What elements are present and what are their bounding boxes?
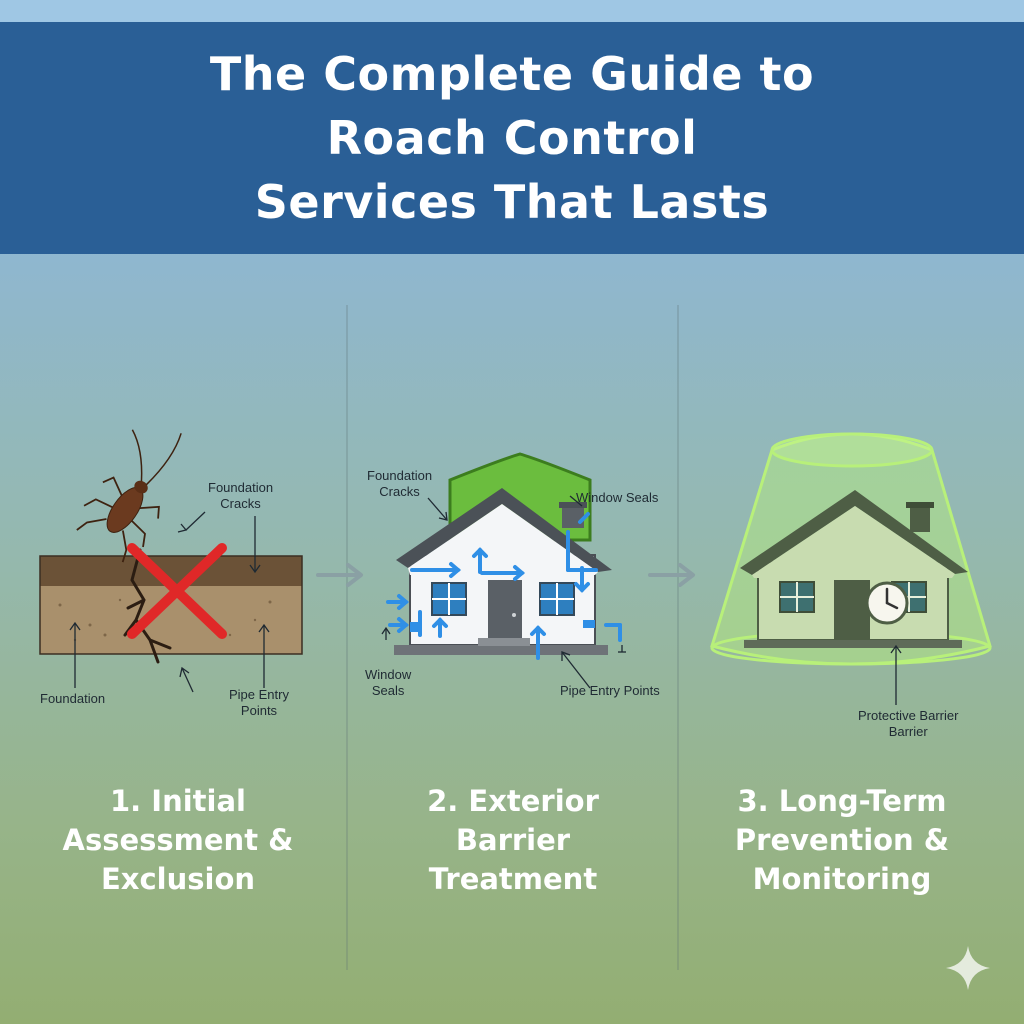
step-label-line: Treatment	[428, 862, 598, 896]
assessment-illustration	[39, 429, 303, 693]
exterior-barrier-illustration	[381, 452, 626, 689]
step-label-line: 1. Initial	[110, 784, 246, 818]
step-label-line: Assessment &	[62, 823, 294, 857]
red-x-icon	[127, 543, 227, 639]
callout-line: Barrier	[888, 724, 928, 739]
prevention-illustration	[710, 432, 992, 705]
title-banner: The Complete Guide to Roach Control Serv…	[0, 22, 1024, 254]
callout-window-seals: Window Seals	[365, 667, 411, 699]
column-divider-1	[346, 305, 348, 970]
callout-line: Seals	[371, 683, 405, 698]
chevron-right-icon	[316, 563, 363, 587]
column-divider-2	[677, 305, 679, 970]
callout-protective-barrier: Protective Barrier Barrier	[858, 708, 958, 740]
callout-window-seals: Window Seals	[576, 490, 659, 505]
foundation-crack	[123, 548, 172, 664]
callout-line: Foundation	[208, 480, 274, 495]
title-line-3: Services That Lasts	[254, 175, 770, 229]
sparkle-icon	[946, 946, 990, 990]
callout-line: Cracks	[379, 484, 420, 499]
callout-foundation-cracks: Foundation Cracks	[367, 468, 432, 500]
callout-line: Pipe Entry	[229, 687, 289, 702]
title-line-1: The Complete Guide to	[209, 47, 815, 101]
callout-pipe-entry-points: Pipe Entry Points	[560, 683, 660, 698]
step-label-line: Barrier	[455, 823, 571, 857]
foundation-block	[39, 555, 303, 655]
callout-foundation-cracks: Foundation Cracks	[208, 480, 273, 512]
house-icon	[394, 488, 612, 655]
chevron-right-icon	[648, 563, 695, 587]
callout-line: Foundation	[367, 468, 433, 483]
step-label-line: Prevention &	[734, 823, 950, 857]
callout-arrows	[69, 511, 270, 693]
callout-pipe-entry-points: Pipe Entry Points	[229, 687, 289, 719]
step-label-line: 2. Exterior	[427, 784, 599, 818]
step-label-line: Monitoring	[752, 862, 932, 896]
step-label-line: 3. Long-Term	[737, 784, 947, 818]
step-label-line: Exclusion	[100, 862, 256, 896]
callout-line: Protective Barrier	[858, 708, 959, 723]
callout-foundation: Foundation	[40, 691, 106, 706]
barrier-arrows	[386, 512, 622, 660]
step-3-label: 3. Long-Term Prevention & Monitoring	[692, 782, 992, 899]
title-line-2: Roach Control	[326, 111, 698, 165]
step-2-label: 2. Exterior Barrier Treatment	[363, 782, 663, 899]
callout-line: Window	[365, 667, 412, 682]
house-icon	[740, 490, 968, 648]
cockroach-icon	[76, 429, 182, 563]
clock-icon	[865, 581, 909, 625]
callout-line: Cracks	[220, 496, 261, 511]
callout-line: Points	[240, 703, 278, 718]
step-1-label: 1. Initial Assessment & Exclusion	[28, 782, 328, 899]
